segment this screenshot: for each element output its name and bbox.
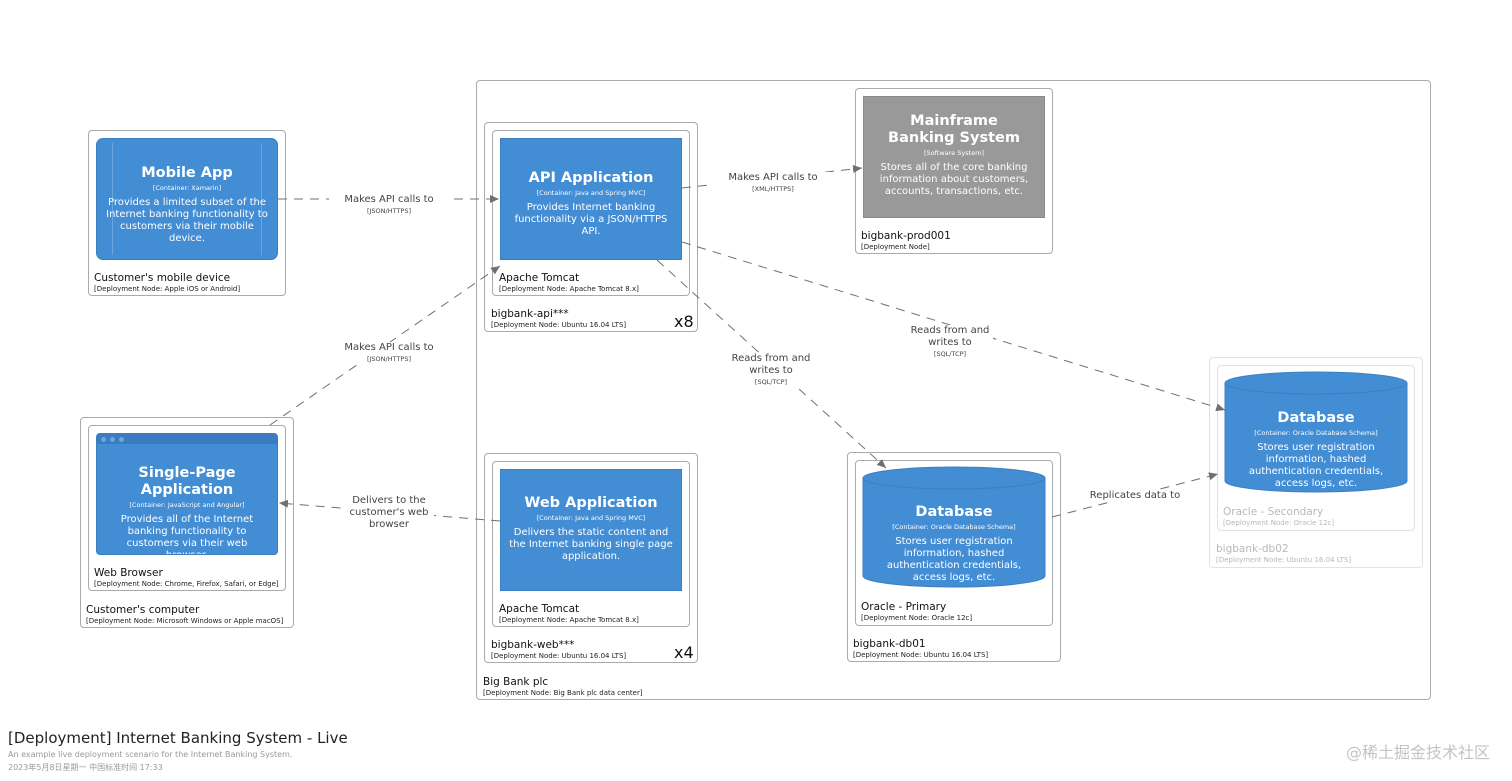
container-desc: Provides Internet banking functionality … (514, 202, 668, 237)
edge-label-mobile-api: Makes API calls to [JSON/HTTPS] (329, 194, 449, 215)
container-tech: [Container: Oracle Database Schema] (1254, 429, 1378, 437)
node-oracle-primary-title: Oracle - Primary (861, 601, 947, 613)
container-tech: [Container: JavaScript and Angular] (129, 501, 245, 509)
container-single-page-application[interactable]: Single-Page Application [Container: Java… (96, 433, 278, 555)
node-oracle-secondary-sub: [Deployment Node: Oracle 12c] (1223, 519, 1335, 527)
node-bigbank-db02-title: bigbank-db02 (1216, 543, 1289, 555)
container-desc: Stores user registration information, ha… (1248, 442, 1384, 489)
node-web-tomcat-sub: [Deployment Node: Apache Tomcat 8.x] (499, 616, 639, 624)
edge-api-to-mainframe (681, 165, 863, 189)
node-bigbank-db01-sub: [Deployment Node: Ubuntu 16.04 LTS] (853, 651, 989, 659)
container-mobile-app[interactable]: Mobile App [Container: Xamarin] Provides… (96, 138, 278, 260)
container-name: Database (1277, 410, 1355, 426)
container-tech: [Container: Oracle Database Schema] (892, 523, 1016, 531)
edge-label-api-mainframe: Makes API calls to [XML/HTTPS] (713, 172, 833, 193)
edge-label-spa-api: Makes API calls to [JSON/HTTPS] (329, 342, 449, 363)
node-oracle-primary-sub: [Deployment Node: Oracle 12c] (861, 614, 973, 622)
edge-api-to-db-primary (656, 259, 887, 469)
edge-label-api-db-primary: Reads from and writes to [SQL/TCP] (728, 353, 814, 386)
container-desc: Delivers the static content and the Inte… (509, 527, 673, 562)
container-database-secondary[interactable]: Database [Container: Oracle Database Sch… (1225, 410, 1407, 490)
diagram-timestamp: 2023年5月8日星期一 中国标准时间 17:33 (8, 763, 163, 772)
container-name: Web Application (524, 495, 658, 511)
node-oracle-secondary-title: Oracle - Secondary (1223, 506, 1324, 518)
node-bigbank-db02-sub: [Deployment Node: Ubuntu 16.04 LTS] (1216, 556, 1352, 564)
node-customer-computer-sub: [Deployment Node: Microsoft Windows or A… (86, 617, 284, 625)
diagram-title: [Deployment] Internet Banking System - L… (8, 729, 348, 747)
node-web-browser-title: Web Browser (94, 567, 163, 579)
container-name: API Application (528, 170, 654, 186)
software-system-mainframe[interactable]: Mainframe Banking System [Software Syste… (863, 96, 1045, 218)
container-tech: [Software System] (923, 149, 985, 157)
node-api-tomcat-sub: [Deployment Node: Apache Tomcat 8.x] (499, 285, 639, 293)
edge-label-web-spa: Delivers to the customer's web browser (344, 495, 434, 531)
node-mobile-device-title: Customer's mobile device (94, 272, 231, 284)
browser-toolbar (97, 434, 277, 444)
node-api-tomcat-title: Apache Tomcat (499, 272, 580, 284)
browser-dot-icon (110, 437, 115, 442)
container-web-application[interactable]: Web Application [Container: Java and Spr… (500, 469, 682, 591)
browser-dot-icon (101, 437, 106, 442)
node-bigbank-web-sub: [Deployment Node: Ubuntu 16.04 LTS] (491, 652, 627, 660)
node-bigbank-db01-title: bigbank-db01 (853, 638, 926, 650)
container-database-primary[interactable]: Database [Container: Oracle Database Sch… (863, 504, 1045, 584)
node-bigbank-api-title: bigbank-api*** (491, 308, 569, 320)
database-cylinder-icon (1224, 371, 1408, 493)
database-cylinder-icon (862, 466, 1046, 588)
node-bigbank-web-title: bigbank-web*** (491, 639, 575, 651)
node-bigbank-api-sub: [Deployment Node: Ubuntu 16.04 LTS] (491, 321, 627, 329)
node-bigbank-prod001-sub: [Deployment Node] (861, 243, 930, 251)
edge-label-replication: Replicates data to (1085, 490, 1185, 502)
edge-label-api-db-secondary: Reads from and writes to [SQL/TCP] (907, 325, 993, 358)
container-desc: Stores user registration information, ha… (886, 536, 1022, 583)
container-name: Mainframe Banking System (888, 113, 1020, 146)
node-customer-computer-title: Customer's computer (86, 604, 200, 616)
container-name: Database (915, 504, 993, 520)
container-desc: Provides a limited subset of the Interne… (106, 197, 268, 244)
browser-dot-icon (119, 437, 124, 442)
node-web-browser-sub: [Deployment Node: Chrome, Firefox, Safar… (94, 580, 279, 588)
diagram-description: An example live deployment scenario for … (8, 750, 293, 759)
container-name: Single-Page Application (138, 465, 236, 498)
watermark: @稀土掘金技术社区 (1345, 743, 1490, 762)
container-tech: [Container: Java and Spring MVC] (536, 514, 646, 522)
node-bigbank-prod001-title: bigbank-prod001 (861, 230, 951, 242)
node-bigbank-sub: [Deployment Node: Big Bank plc data cent… (483, 689, 643, 697)
node-mobile-device-sub: [Deployment Node: Apple iOS or Android] (94, 285, 241, 293)
edge-web-to-spa (278, 499, 501, 522)
container-api-application[interactable]: API Application [Container: Java and Spr… (500, 138, 682, 260)
mobile-frame (112, 143, 262, 255)
container-name: Mobile App (141, 165, 233, 181)
node-web-tomcat-title: Apache Tomcat (499, 603, 580, 615)
multiplicity-badge: x8 (674, 312, 694, 331)
container-tech: [Container: Xamarin] (152, 184, 222, 192)
container-desc: Provides all of the Internet banking fun… (120, 514, 254, 554)
multiplicity-badge: x4 (674, 643, 694, 662)
node-bigbank-title: Big Bank plc (483, 676, 549, 688)
container-desc: Stores all of the core banking informati… (879, 162, 1029, 197)
container-tech: [Container: Java and Spring MVC] (536, 189, 646, 197)
